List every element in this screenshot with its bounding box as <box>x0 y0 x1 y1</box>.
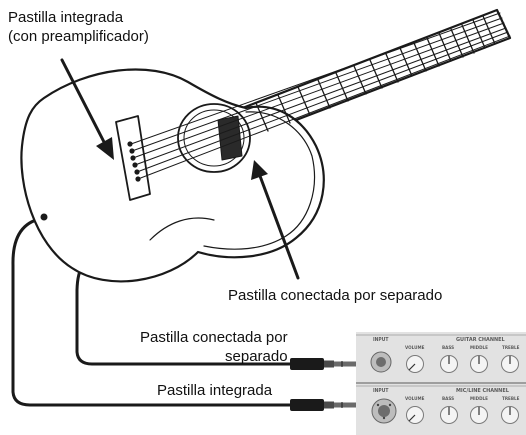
amp-top-knob-label-treble: TREBLE <box>502 345 520 351</box>
guitar-treble-knob[interactable] <box>501 355 519 373</box>
amp-bottom-knob-label-volume: VOLUME <box>405 396 425 402</box>
mic-treble-knob[interactable] <box>501 406 519 424</box>
amp-top-input-label: INPUT <box>373 337 389 343</box>
callout-separate-pickup-cable: Pastilla conectada por separado <box>140 328 288 366</box>
builtin-pickup-cable <box>11 216 294 407</box>
arrow-separate-pickup-head <box>251 160 268 180</box>
amp-top-knob-label-volume: VOLUME <box>405 345 425 351</box>
amp-bottom-input-label: INPUT <box>373 388 389 394</box>
guitar-frets <box>255 15 496 132</box>
arrow-builtin-pickup <box>60 58 106 144</box>
guitar-volume-knob[interactable] <box>406 355 424 373</box>
guitar-input-jack[interactable] <box>370 351 392 373</box>
guitar-output-jack <box>40 213 48 221</box>
mic-bass-knob[interactable] <box>440 406 458 424</box>
mic-middle-knob[interactable] <box>470 406 488 424</box>
mic-line-combo-jack[interactable] <box>371 398 397 424</box>
callout-separate-pickup-cable-line1: Pastilla conectada por <box>140 329 288 346</box>
plugs <box>290 358 376 411</box>
guitar-strings <box>130 12 511 180</box>
arrow-separate-pickup <box>258 174 300 280</box>
arrow-builtin-pickup-head <box>96 137 114 160</box>
guitar-side-edge <box>203 111 316 250</box>
amp-top-channel-label: GUITAR CHANNEL <box>456 337 505 343</box>
callout-builtin-pickup: Pastilla integrada (con preamplificador) <box>8 8 149 46</box>
amp-bottom-knob-label-treble: TREBLE <box>502 396 520 402</box>
soundhole-pickup <box>217 115 243 161</box>
mic-volume-knob[interactable] <box>406 406 424 424</box>
amp-top-knob-label-bass: BASS <box>442 345 454 351</box>
guitar-lower-bout-edge <box>149 217 215 241</box>
guitar-bass-knob[interactable] <box>440 355 458 373</box>
callout-builtin-pickup-cable: Pastilla integrada <box>157 382 273 399</box>
amp-bottom-knob-label-middle: MIDDLE <box>470 396 488 402</box>
amp-panel: INPUT GUITAR CHANNEL VOLUME BASS MIDDLE … <box>356 332 526 435</box>
guitar-body <box>20 68 325 283</box>
acoustic-guitar <box>20 8 512 283</box>
guitar-middle-knob[interactable] <box>470 355 488 373</box>
callout-builtin-pickup-line2: (con preamplificador) <box>8 28 149 45</box>
amp-top-knob-label-middle: MIDDLE <box>470 345 488 351</box>
callout-separate-pickup: Pastilla conectada por separado <box>228 287 443 304</box>
amp-bottom-channel-label: MIC/LINE CHANNEL <box>456 388 510 394</box>
callout-arrows <box>60 58 300 280</box>
callout-separate-pickup-cable-line2: separado <box>225 348 288 365</box>
amp-bottom-knob-label-bass: BASS <box>442 396 454 402</box>
callout-builtin-pickup-line1: Pastilla integrada <box>8 9 124 26</box>
